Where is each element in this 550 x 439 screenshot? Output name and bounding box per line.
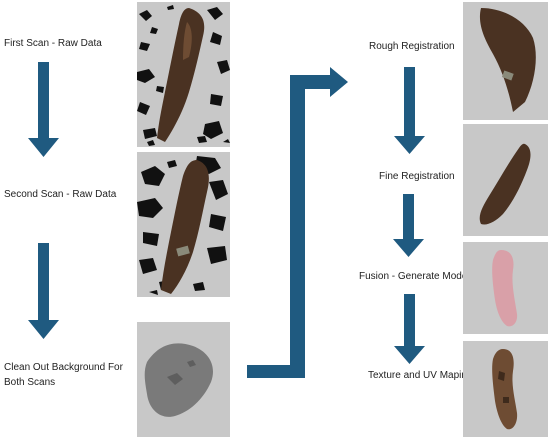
label-texture: Texture and UV Maping: [368, 370, 473, 381]
label-fine-registration: Fine Registration: [379, 171, 455, 182]
arrow-down-right-3: [394, 294, 425, 364]
arrow-down-right-1: [394, 67, 425, 154]
arrow-connector: [247, 67, 348, 378]
label-rough-registration: Rough Registration: [369, 41, 455, 52]
label-second-scan: Second Scan - Raw Data: [4, 189, 117, 200]
rough-registration-image: [463, 2, 548, 120]
fine-registration-image: [463, 124, 548, 236]
label-clean-background-line2: Both Scans: [4, 377, 56, 388]
cleaned-scan-image: [137, 322, 230, 437]
first-scan-image: [137, 2, 230, 147]
textured-model-image: [463, 341, 548, 437]
fusion-model-image: [463, 242, 548, 334]
label-first-scan: First Scan - Raw Data: [4, 38, 102, 49]
second-scan-image: [137, 152, 230, 297]
label-fusion: Fusion - Generate Model: [359, 271, 470, 282]
arrow-down-right-2: [393, 194, 424, 257]
arrow-down-left-2: [28, 243, 59, 339]
label-clean-background-line1: Clean Out Background For: [4, 362, 123, 373]
arrow-down-left-1: [28, 62, 59, 157]
